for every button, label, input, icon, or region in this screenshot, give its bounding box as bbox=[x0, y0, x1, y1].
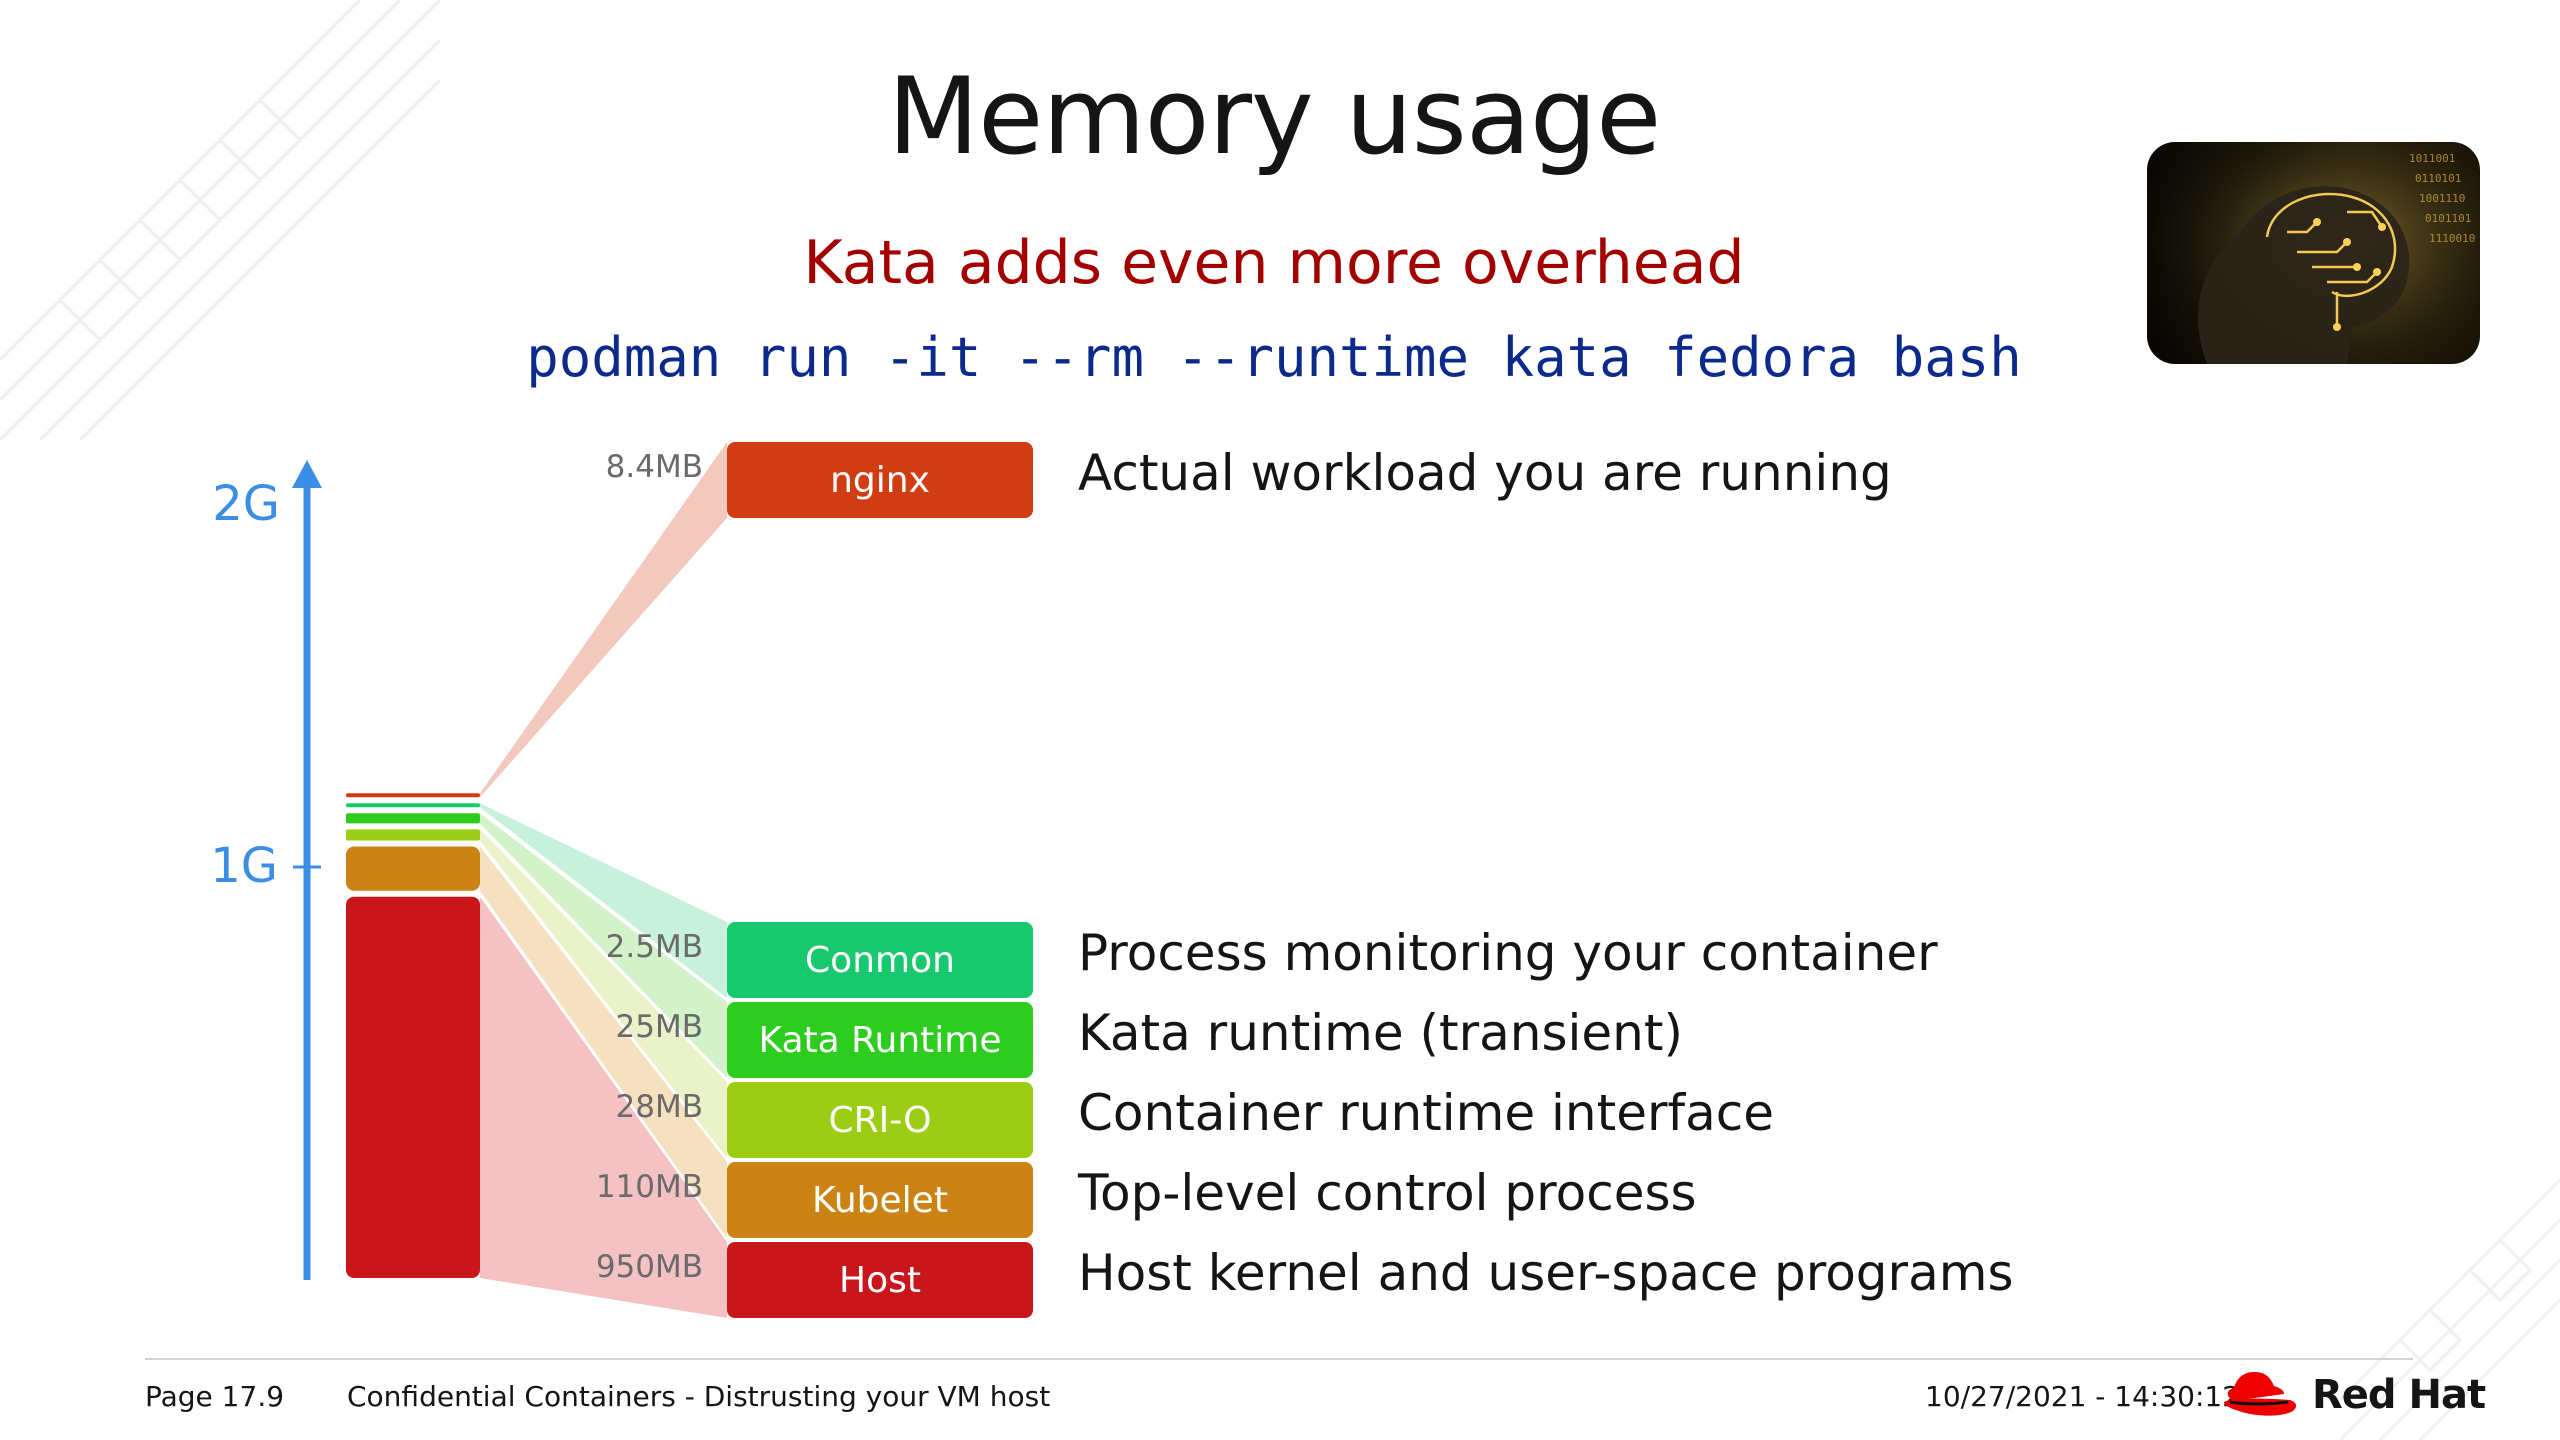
stack-segment-host bbox=[346, 896, 480, 1278]
component-label-host: Host bbox=[839, 1260, 921, 1301]
svg-text:1011001: 1011001 bbox=[2409, 152, 2455, 165]
connector-host bbox=[480, 896, 727, 1318]
component-size-kubelet: 110MB bbox=[596, 1169, 703, 1205]
axis-arrow-icon bbox=[292, 460, 322, 488]
connector-nginx bbox=[480, 442, 727, 798]
svg-text:0110101: 0110101 bbox=[2415, 172, 2461, 185]
component-label-conmon: Conmon bbox=[805, 940, 955, 981]
component-size-host: 950MB bbox=[596, 1249, 703, 1285]
component-box-host bbox=[727, 1242, 1033, 1318]
red-hat-fedora-logo bbox=[2224, 1372, 2297, 1416]
component-label-cri-o: CRI-O bbox=[828, 1100, 931, 1141]
slide-subtitle: Kata adds even more overhead bbox=[803, 228, 1745, 298]
red-hat-wordmark: Red Hat bbox=[2312, 1372, 2486, 1418]
component-list: nginx 8.4MB Actual workload you are runnin… bbox=[596, 442, 2014, 1318]
memory-axis: 2G 1G bbox=[210, 460, 322, 1280]
stack-segment-nginx bbox=[346, 793, 480, 798]
footer-divider bbox=[145, 1358, 2413, 1360]
component-description-kubelet: Top-level control process bbox=[1077, 1164, 1697, 1222]
stack-segment-conmon bbox=[346, 803, 480, 808]
component-description-cri-o: Container runtime interface bbox=[1078, 1084, 1774, 1142]
slide-title: Memory usage bbox=[887, 55, 1662, 178]
component-label-nginx: nginx bbox=[830, 460, 930, 501]
page-number: Page 17.9 bbox=[145, 1380, 285, 1413]
component-box-conmon bbox=[727, 922, 1033, 998]
stack-segment-kata-runtime bbox=[346, 813, 480, 824]
background-pattern-right bbox=[2340, 1178, 2560, 1440]
component-description-kata-runtime: Kata runtime (transient) bbox=[1078, 1004, 1683, 1062]
axis-label-1g: 1G bbox=[210, 838, 278, 894]
component-size-kata-runtime: 25MB bbox=[616, 1009, 703, 1045]
component-box-kata-runtime bbox=[727, 1002, 1033, 1078]
component-description-nginx: Actual workload you are running bbox=[1078, 444, 1892, 502]
svg-text:0101101: 0101101 bbox=[2425, 212, 2471, 225]
axis-label-2g: 2G bbox=[212, 476, 280, 532]
chart-connectors bbox=[480, 442, 727, 1318]
stack-segment-kubelet bbox=[346, 846, 480, 891]
component-box-cri-o bbox=[727, 1082, 1033, 1158]
memory-stack-bar bbox=[346, 793, 480, 1278]
component-box-kubelet bbox=[727, 1162, 1033, 1238]
component-description-host: Host kernel and user-space programs bbox=[1078, 1244, 2014, 1302]
timestamp: 10/27/2021 - 14:30:12 bbox=[1925, 1380, 2241, 1413]
component-size-conmon: 2.5MB bbox=[606, 929, 703, 965]
command-line: podman run -it --rm --runtime kata fedor… bbox=[526, 326, 2022, 389]
stack-segment-cri-o bbox=[346, 829, 480, 841]
component-box-nginx bbox=[727, 442, 1033, 518]
component-label-kubelet: Kubelet bbox=[812, 1180, 948, 1221]
component-label-kata-runtime: Kata Runtime bbox=[758, 1020, 1001, 1061]
presentation-title: Confidential Containers - Distrusting yo… bbox=[347, 1380, 1051, 1413]
connector-conmon bbox=[480, 803, 727, 998]
connector-kata-runtime bbox=[480, 813, 727, 1078]
component-size-cri-o: 28MB bbox=[616, 1089, 703, 1125]
svg-text:1001110: 1001110 bbox=[2419, 192, 2465, 205]
background-pattern-left bbox=[0, 0, 440, 440]
component-size-nginx: 8.4MB bbox=[606, 449, 703, 485]
connector-cri-o bbox=[480, 829, 727, 1158]
svg-text:1110010: 1110010 bbox=[2429, 232, 2475, 245]
component-description-conmon: Process monitoring your container bbox=[1078, 924, 1938, 982]
ai-brain-circuit-image: 1011001 0110101 1001110 0101101 1110010 bbox=[2147, 142, 2480, 364]
connector-kubelet bbox=[480, 846, 727, 1238]
